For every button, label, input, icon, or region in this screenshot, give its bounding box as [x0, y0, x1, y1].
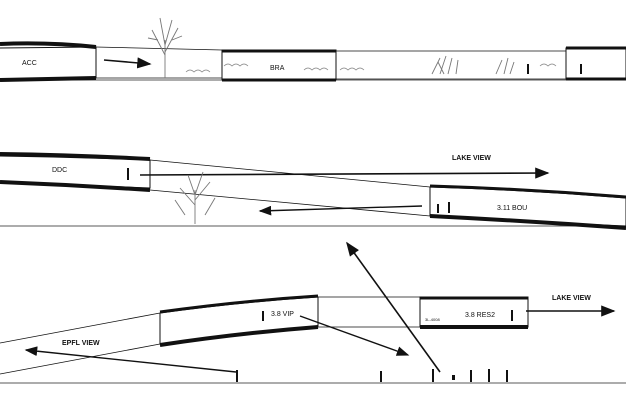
ground-people — [236, 369, 508, 382]
person-figure — [236, 370, 238, 382]
section-3: 3.8 VIP 3.8 RES2 3L-4008 LAKE VIEW EPFL … — [0, 241, 626, 384]
person-figure — [511, 310, 513, 321]
shrub-row-1 — [185, 63, 557, 73]
epfl-view-label: EPFL VIEW — [62, 340, 100, 347]
lake-view-arrow — [139, 167, 550, 179]
bridge-frame-3 — [318, 296, 420, 328]
person-figure — [262, 311, 264, 321]
acc-label: ACC — [22, 60, 37, 67]
ddc-volume: DDC — [0, 152, 151, 192]
person-figure — [470, 370, 472, 382]
view-arrow-down — [299, 315, 410, 356]
acc-volume: ACC — [0, 41, 97, 82]
section-1: ACC BRA — [0, 17, 626, 82]
bridge-frame-2 — [336, 50, 566, 80]
person-figure — [506, 370, 508, 382]
bou-label: 3.11 BOU — [497, 205, 527, 212]
person-figure — [127, 168, 129, 180]
person-figure — [488, 369, 490, 382]
view-arrow-up — [346, 241, 441, 373]
res2-label: 3.8 RES2 — [465, 312, 495, 319]
person-figure — [448, 202, 450, 213]
ddc-label: DDC — [52, 167, 67, 174]
lake-view-label: LAKE VIEW — [552, 295, 591, 302]
person-figure — [432, 369, 434, 382]
vip-label: 3.8 VIP — [271, 311, 294, 318]
person-figure — [452, 375, 455, 380]
bush-icon — [431, 55, 515, 75]
person-figure — [580, 64, 582, 74]
view-arrow-acc — [103, 57, 152, 69]
bou-volume: 3.11 BOU — [429, 184, 626, 230]
view-arrow-left — [258, 205, 423, 216]
section-2: DDC 3.11 BOU LAKE VIEW — [0, 152, 626, 230]
vip-volume: 3.8 VIP — [159, 294, 319, 347]
person-figure — [437, 204, 439, 213]
person-figure — [527, 64, 529, 74]
small-tag: 3L-4008 — [425, 317, 440, 322]
bridge-frame-1 — [95, 46, 223, 79]
tree-icon — [147, 17, 183, 78]
ramp-frame — [0, 312, 161, 375]
bra-volume: BRA — [221, 49, 337, 82]
epfl-view-arrow — [24, 346, 237, 373]
lake-view-label: LAKE VIEW — [452, 155, 491, 162]
tree-icon — [174, 171, 216, 224]
res2-volume: 3.8 RES2 3L-4008 — [419, 296, 529, 329]
right-volume-1 — [565, 46, 626, 81]
person-figure — [380, 371, 382, 382]
bra-label: BRA — [270, 65, 285, 72]
